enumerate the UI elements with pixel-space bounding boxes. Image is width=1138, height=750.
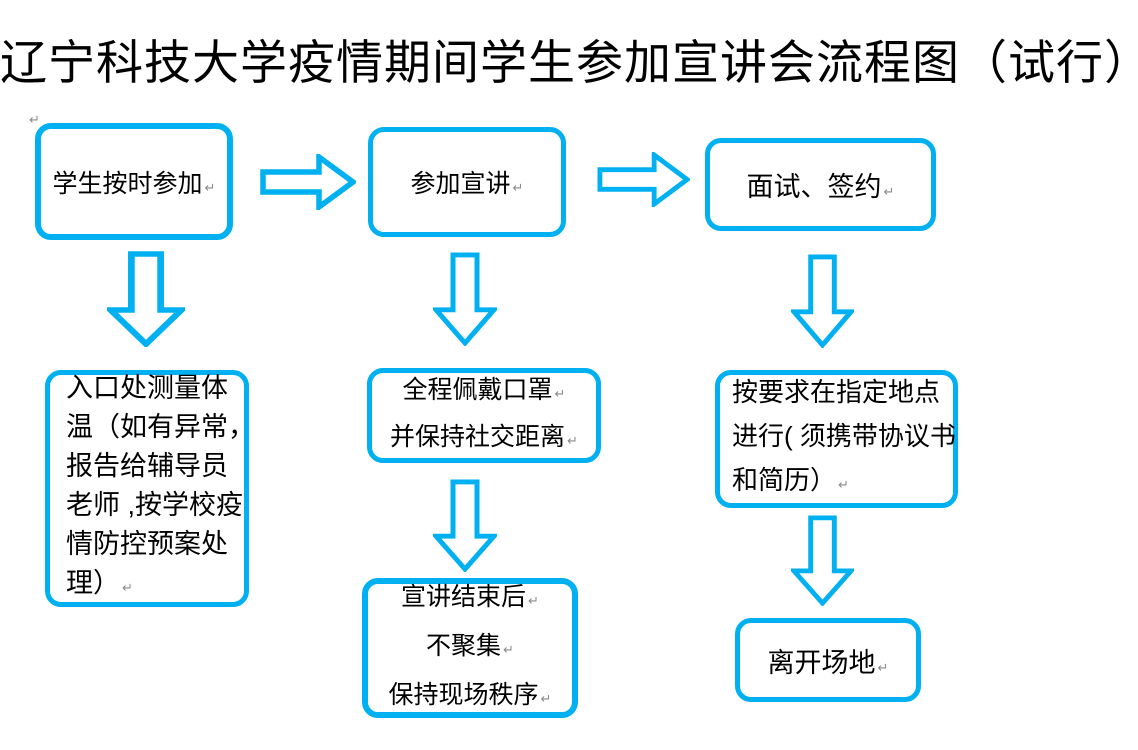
flow-node-designated-location: 按要求在指定地点 进行( 须携带协议书 和简历）↵ <box>715 370 958 508</box>
paragraph-mark: ↵ <box>29 112 40 127</box>
node-label: 理） <box>66 568 120 598</box>
paragraph-mark: ↵ <box>204 180 216 196</box>
paragraph-mark: ↵ <box>838 478 849 493</box>
node-label: 温（如有异常， <box>66 412 255 442</box>
down-arrow-icon <box>791 254 854 348</box>
node-label: 进行( 须携带协议书 <box>732 421 956 451</box>
node-label: 参加宣讲 <box>410 170 511 198</box>
flow-node-wear-mask: 全程佩戴口罩↵ 并保持社交距离↵ <box>367 368 601 463</box>
paragraph-mark: ↵ <box>877 660 889 676</box>
paragraph-mark: ↵ <box>503 642 514 658</box>
flow-node-keep-order: 宣讲结束后↵ 不聚集↵ 保持现场秩序↵ <box>362 578 578 718</box>
right-arrow-icon <box>597 152 690 207</box>
paragraph-mark: ↵ <box>567 433 578 449</box>
flow-node-interview-sign: 面试、签约↵ <box>705 138 936 231</box>
node-label: 不聚集 <box>426 631 502 660</box>
flow-node-attend-on-time: 学生按时参加↵ <box>35 123 233 240</box>
paragraph-mark: ↵ <box>540 691 552 707</box>
paragraph-mark: ↵ <box>512 181 524 196</box>
paragraph-mark: ↵ <box>528 593 539 609</box>
down-arrow-icon <box>107 251 185 347</box>
right-arrow-icon <box>260 154 356 210</box>
flow-node-leave-venue: 离开场地↵ <box>735 618 921 702</box>
node-label: 宣讲结束后 <box>401 582 527 611</box>
node-label: 老师 ,按学校疫 <box>66 490 244 520</box>
node-label: 离开场地 <box>767 647 876 678</box>
flow-node-temperature-check: 入口处测量体 温（如有异常， 报告给辅导员 老师 ,按学校疫 情防控预案处 理）… <box>45 370 255 607</box>
node-label: 按要求在指定地点 <box>732 377 941 407</box>
node-label: 情防控预案处 <box>66 529 228 559</box>
paragraph-mark: ↵ <box>883 185 895 200</box>
down-arrow-icon <box>433 479 497 572</box>
node-label: 学生按时参加 <box>52 169 203 198</box>
paragraph-mark: ↵ <box>554 386 566 402</box>
down-arrow-icon <box>791 515 854 606</box>
node-label: 全程佩戴口罩 <box>402 375 553 404</box>
node-label: 报告给辅导员 <box>66 451 228 481</box>
node-label: 并保持社交距离 <box>390 422 566 451</box>
node-label: 入口处测量体 <box>66 373 228 403</box>
page-title: 辽宁科技大学疫情期间学生参加宣讲会流程图（试行） <box>0 36 1138 91</box>
node-label: 面试、签约 <box>746 172 882 202</box>
node-label: 和简历） <box>732 465 837 495</box>
paragraph-mark: ↵ <box>122 581 133 596</box>
node-label: 保持现场秩序 <box>388 680 539 709</box>
down-arrow-icon <box>433 252 497 346</box>
flow-node-attend-presentation: 参加宣讲↵ <box>368 127 566 237</box>
